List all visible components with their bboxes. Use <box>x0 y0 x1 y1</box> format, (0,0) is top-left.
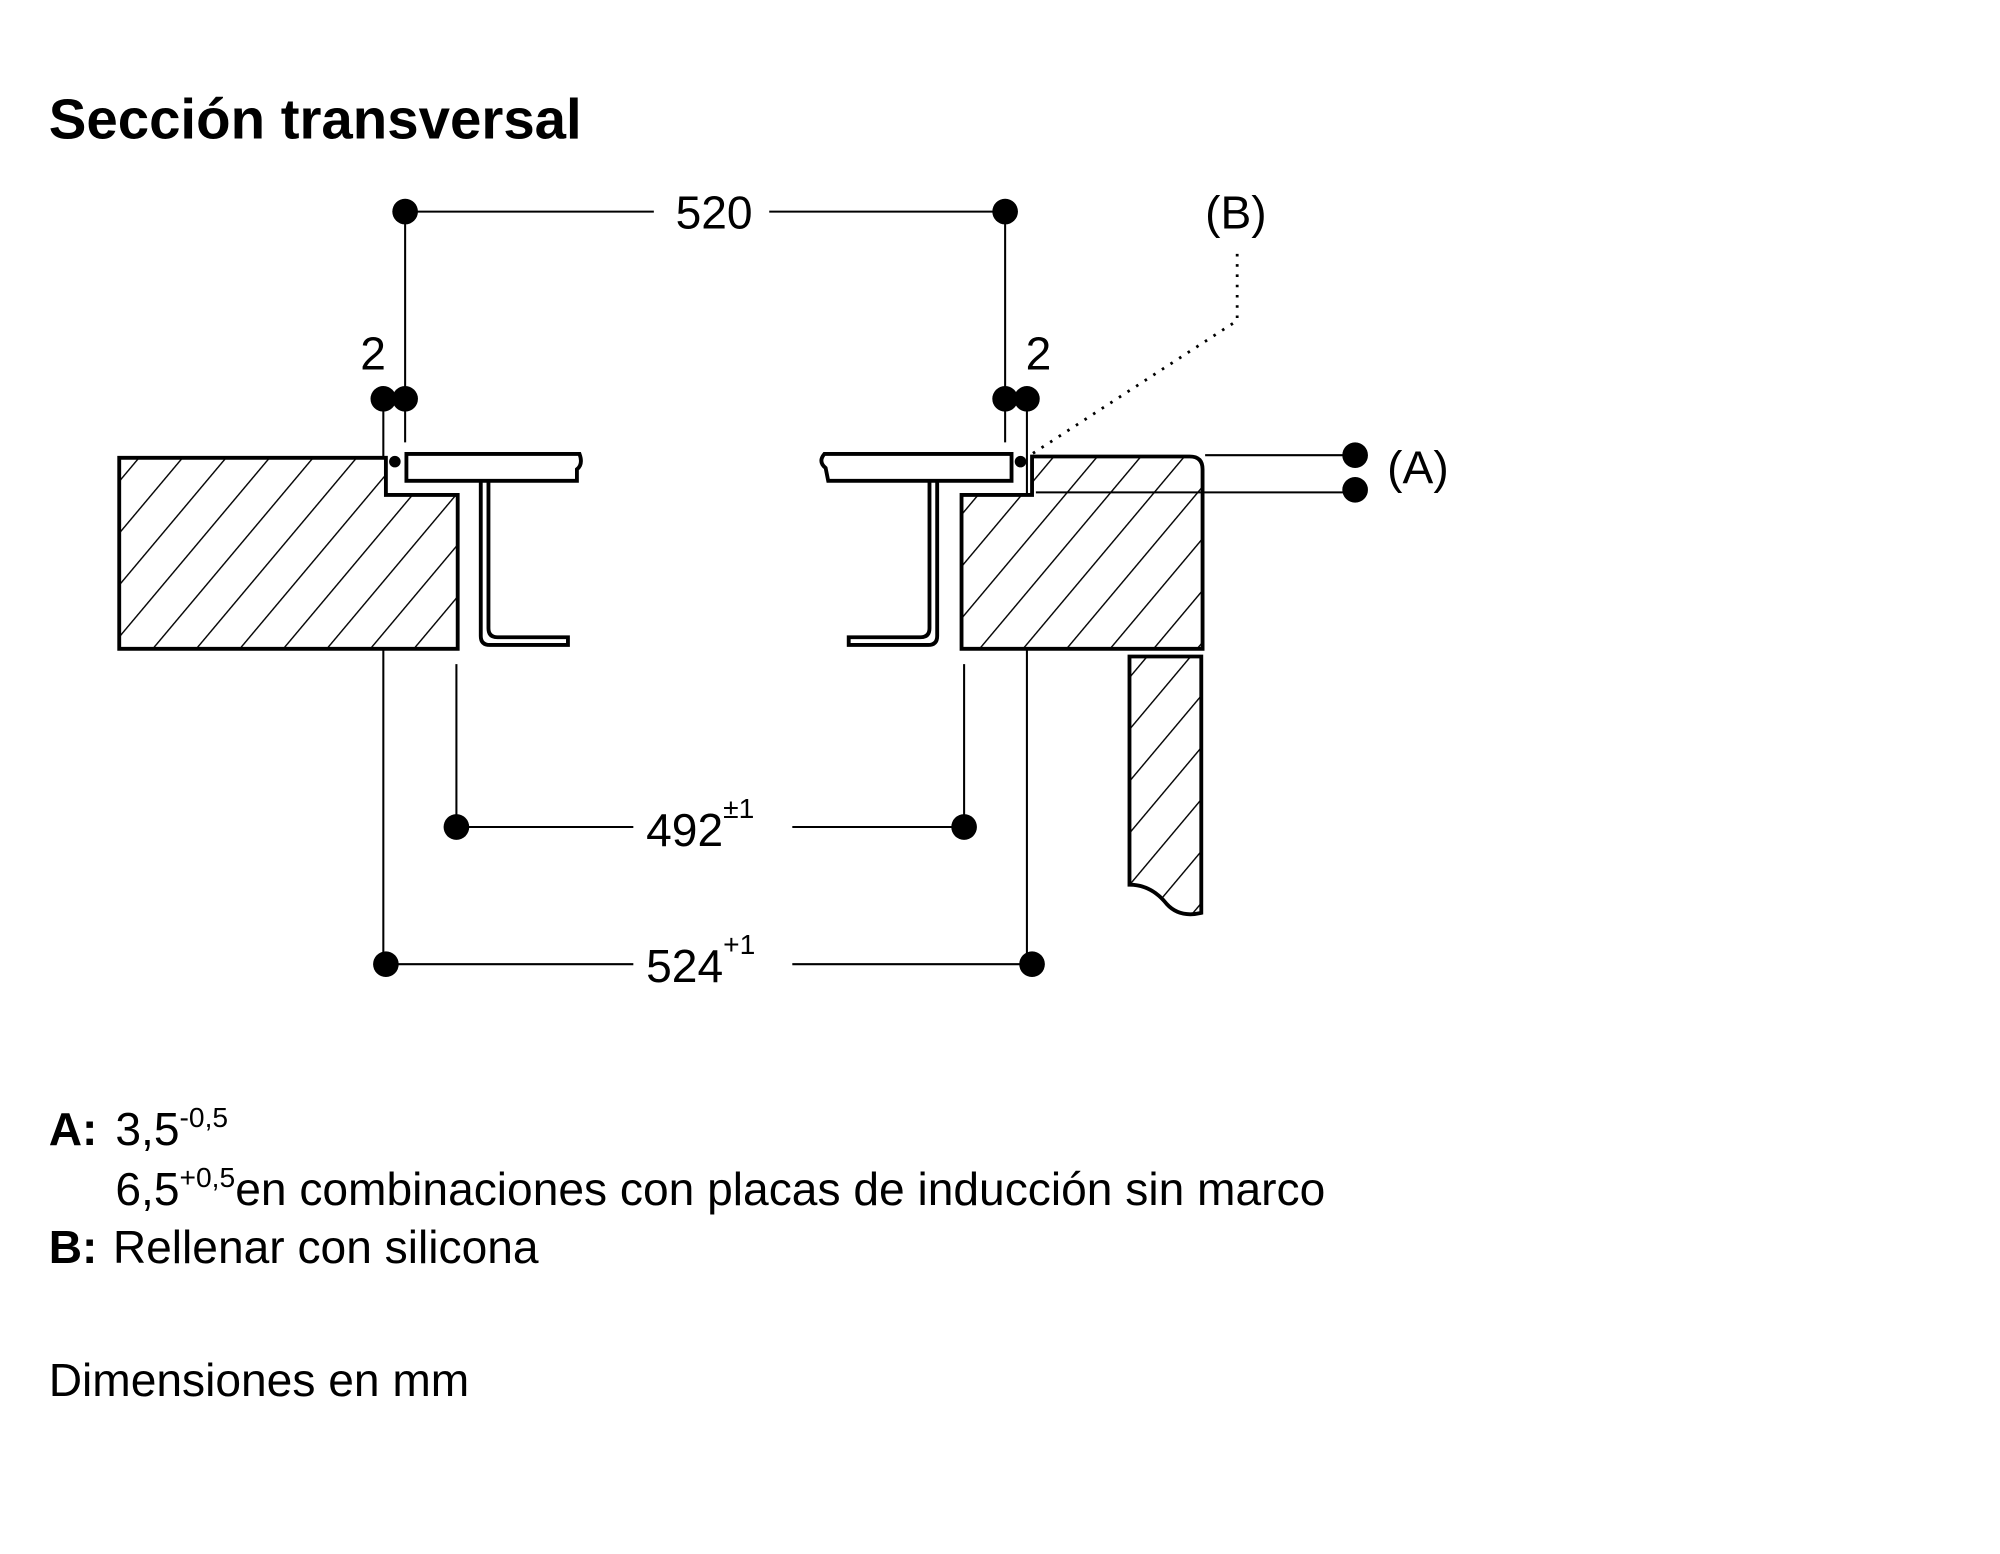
right-worktop <box>959 454 1205 651</box>
legend-key-b: B: <box>49 1221 98 1273</box>
silicone-dot <box>389 455 401 468</box>
dimension-label: 520 <box>676 186 753 238</box>
dimension-492: 492±1 <box>443 664 977 856</box>
dimension-gap-right: 2 <box>992 327 1052 412</box>
left-glass-edge <box>404 451 583 483</box>
dimension-label: 524+1 <box>646 928 755 992</box>
right-bracket <box>846 480 940 647</box>
label-a: (A) <box>1387 441 1449 493</box>
dimension-520: 520 <box>392 186 1018 443</box>
units-note: Dimensiones en mm <box>49 1354 470 1406</box>
dimension-524: 524+1 <box>373 928 1045 992</box>
cabinet-side-panel <box>1127 654 1204 917</box>
legend-key-a: A: <box>49 1103 98 1155</box>
dimension-label: 492±1 <box>646 792 754 856</box>
label-b: (B) <box>1205 186 1267 238</box>
legend-a-alt: 6,5+0,5en combinaciones con placas de in… <box>115 1161 1325 1215</box>
silicone-dot <box>1014 455 1027 468</box>
dimension-a: (A) <box>1035 441 1449 503</box>
page-title: Sección transversal <box>49 88 582 151</box>
left-bracket <box>478 480 570 647</box>
dimension-label: 2 <box>1026 327 1052 379</box>
right-glass-edge <box>819 451 1014 483</box>
legend: A: 3,5-0,5 6,5+0,5en combinaciones con p… <box>49 1101 1326 1273</box>
dimension-label: 2 <box>360 327 386 379</box>
dimension-gap-left: 2 <box>360 327 418 412</box>
callout-b: (B) <box>1031 186 1267 456</box>
legend-b-text: Rellenar con silicona <box>113 1221 539 1273</box>
legend-a-value: 3,5-0,5 <box>115 1101 228 1155</box>
left-worktop <box>117 455 460 651</box>
